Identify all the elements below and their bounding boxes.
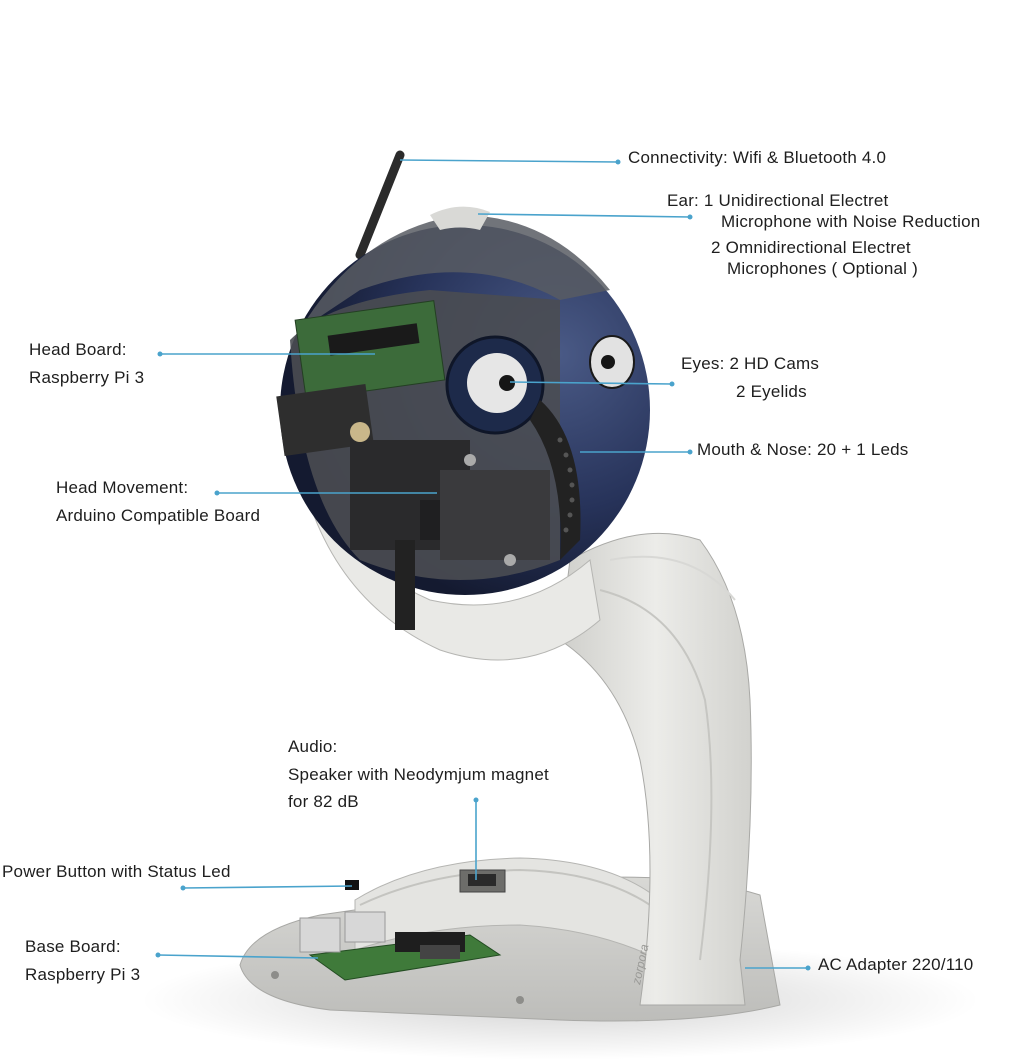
label-ear-line3: 2 Omnidirectional Electret — [711, 238, 911, 257]
mouth-led-strip — [530, 400, 581, 560]
speaker-block — [459, 869, 506, 893]
label-base-board-line2: Raspberry Pi 3 — [25, 965, 141, 984]
label-audio-line1: Audio: — [288, 737, 338, 756]
label-head-board-line1: Head Board: — [29, 340, 127, 359]
label-ear-line4: Microphones ( Optional ) — [727, 259, 918, 278]
label-head-movement-line2: Arduino Compatible Board — [56, 506, 261, 525]
label-audio-line2: Speaker with Neodymjum magnet — [288, 765, 549, 784]
label-eyes-line2: 2 Eyelids — [736, 382, 807, 401]
label-eyes-line1: Eyes: 2 HD Cams — [681, 354, 820, 373]
label-base-board-line1: Base Board: — [25, 937, 121, 956]
leader-lines — [155, 159, 811, 971]
power-button — [345, 880, 359, 890]
eye-left — [445, 335, 545, 435]
label-head-movement-line1: Head Movement: — [56, 478, 189, 497]
label-connectivity: Connectivity: Wifi & Bluetooth 4.0 — [628, 148, 887, 167]
antenna — [355, 150, 405, 260]
label-head-board-line2: Raspberry Pi 3 — [29, 368, 145, 387]
base-board — [299, 911, 502, 981]
label-ear-line2: Microphone with Noise Reduction — [721, 212, 981, 231]
support-arm — [559, 532, 752, 1006]
label-ac-adapter: AC Adapter 220/110 — [818, 955, 974, 974]
eye-right — [589, 335, 635, 389]
label-mouth-nose: Mouth & Nose: 20 + 1 Leds — [697, 440, 909, 459]
label-power-button: Power Button with Status Led — [2, 862, 231, 881]
label-audio-line3: for 82 dB — [288, 792, 359, 811]
head-internals — [276, 290, 560, 630]
label-ear-line1: Ear: 1 Unidirectional Electret — [667, 191, 889, 210]
